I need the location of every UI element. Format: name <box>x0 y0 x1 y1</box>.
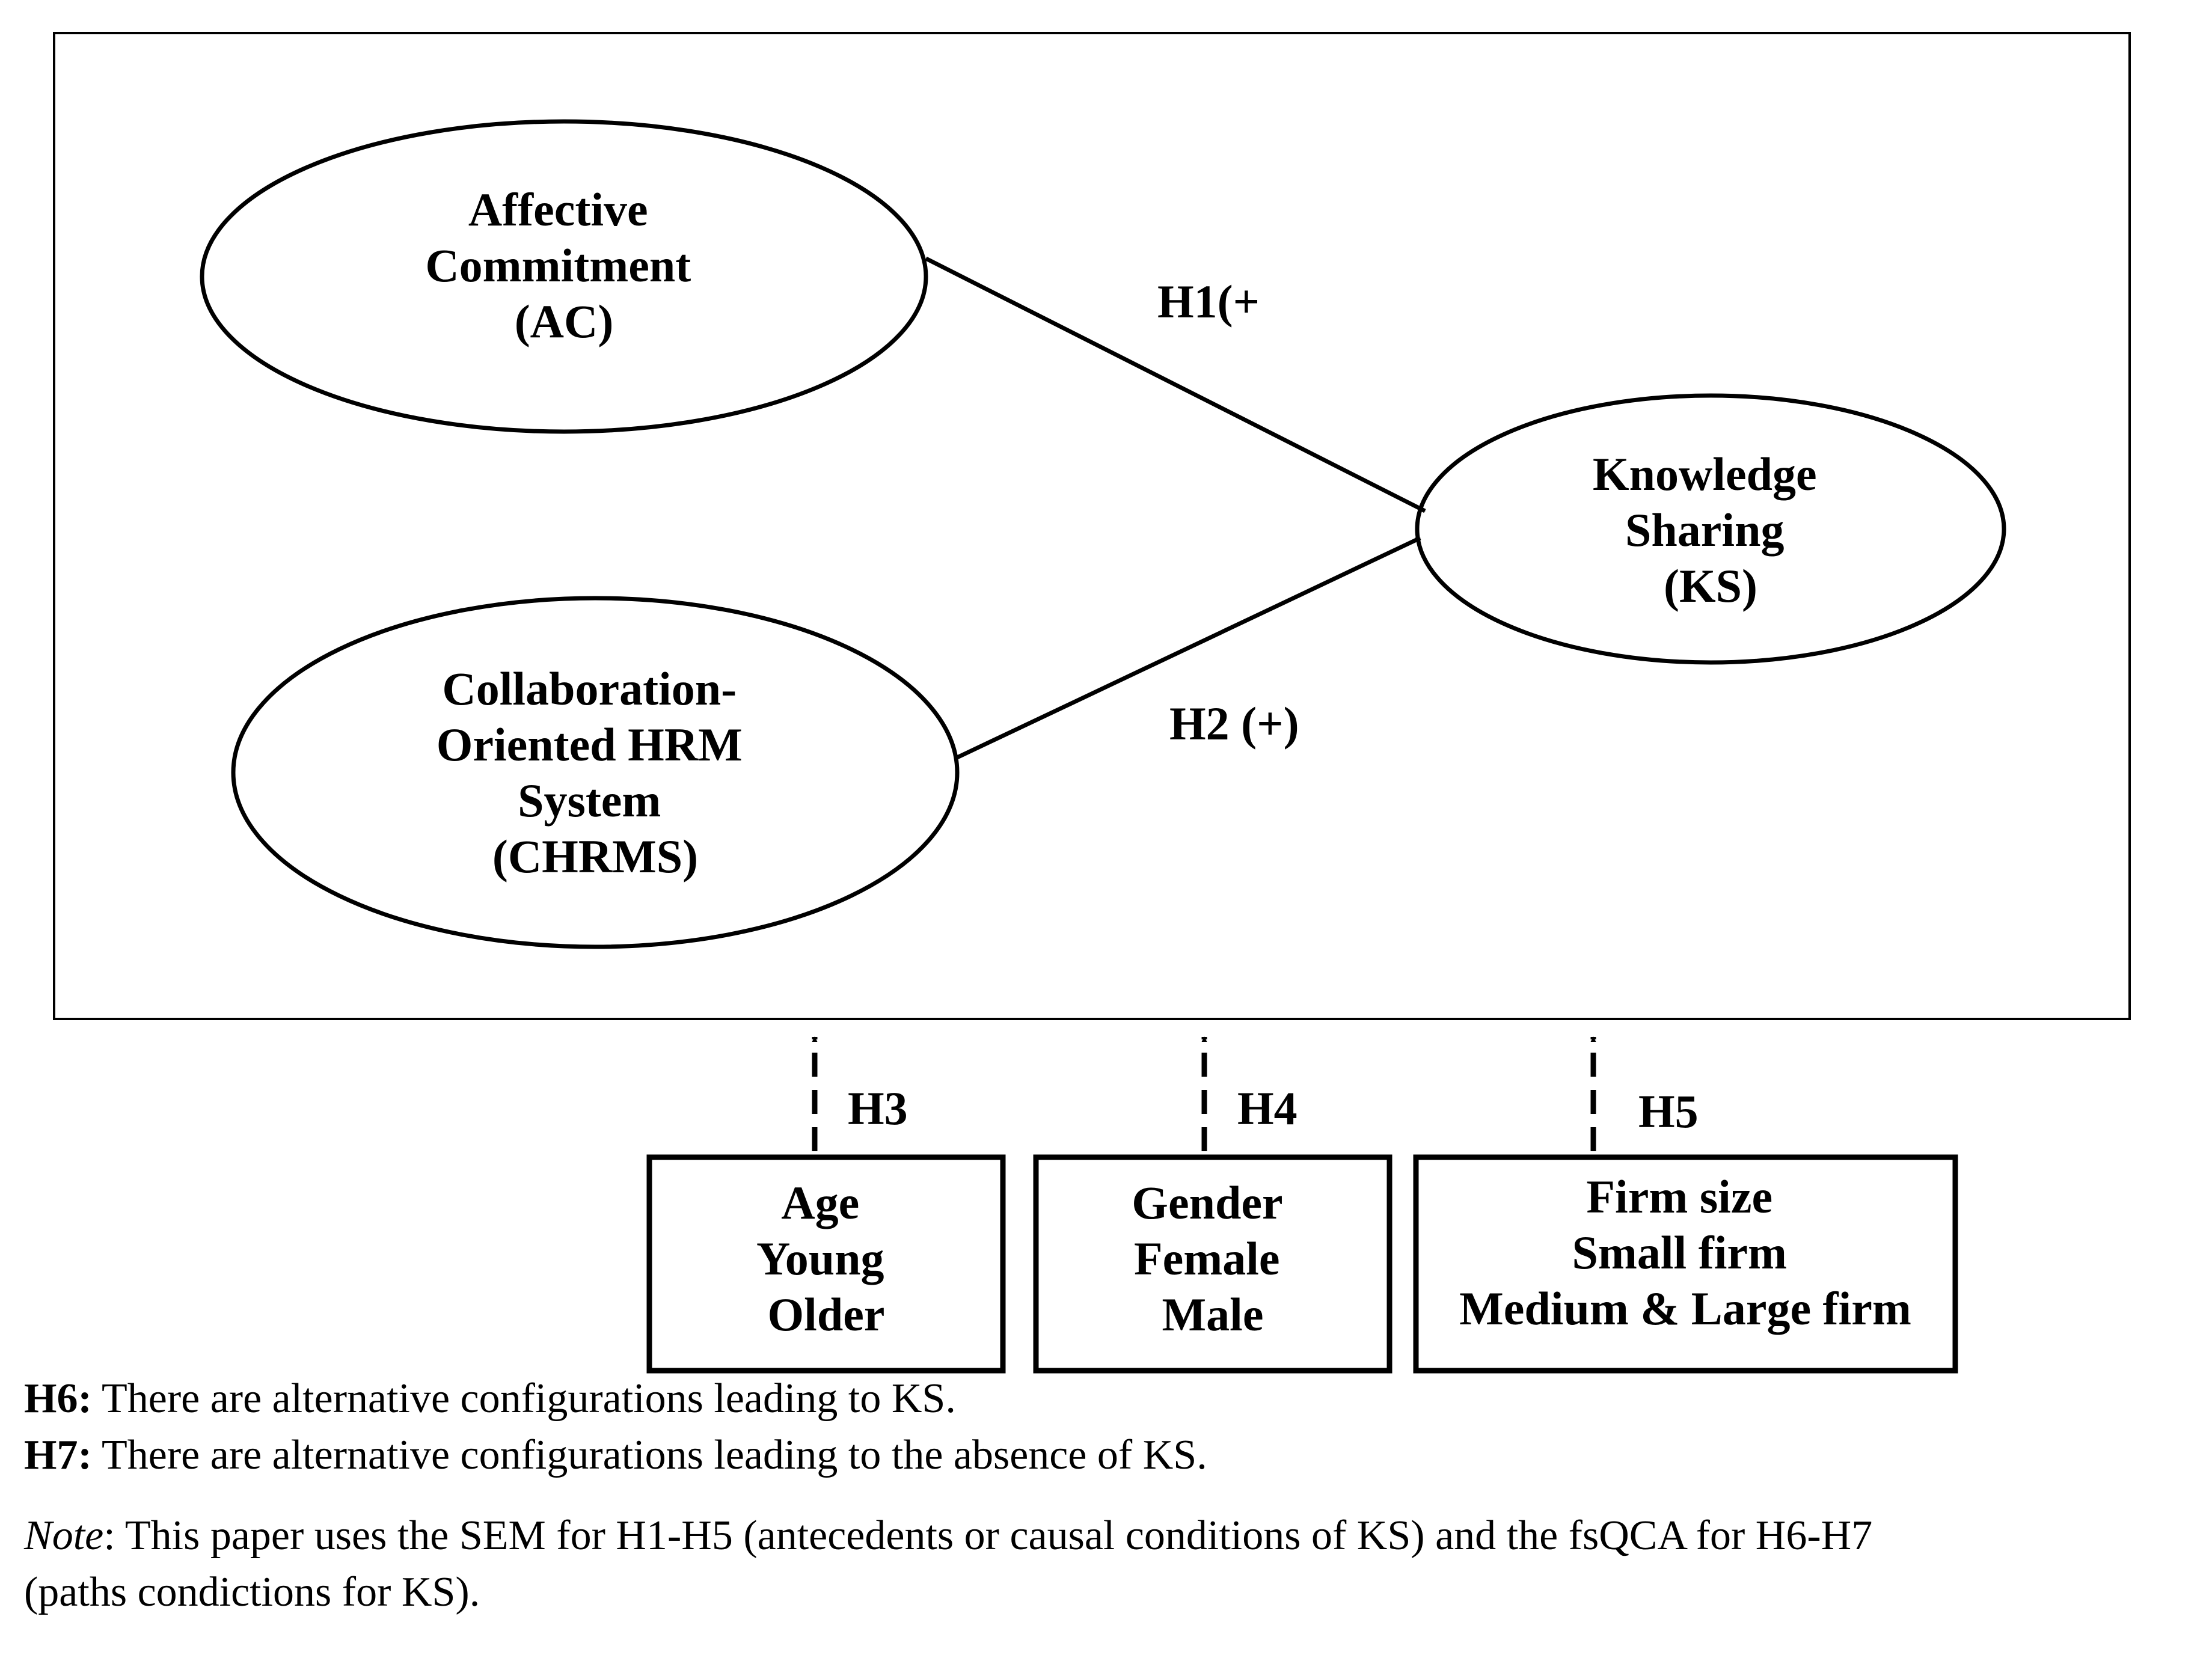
gender-box-line-2: Female <box>1134 1232 1280 1285</box>
ks-label-line-3: (KS) <box>1664 560 1757 612</box>
h1-arrow <box>925 256 1426 513</box>
h6-text: There are alternative configurations lea… <box>91 1375 956 1422</box>
chrms-label-line-3: System <box>518 774 661 827</box>
h2-arrow <box>956 536 1421 760</box>
hypothesis-h6: H6: There are alternative configurations… <box>24 1371 2201 1427</box>
ks-label-line-1: Knowledge <box>1593 448 1817 500</box>
firm-size-box <box>1413 1154 1958 1374</box>
h7-text: There are alternative configurations lea… <box>91 1432 1207 1478</box>
gender-box-label: Gender Female Male <box>1132 1176 1293 1341</box>
gender-box-line-3: Male <box>1162 1288 1264 1341</box>
age-box <box>646 1154 1006 1374</box>
age-box-line-2: Young <box>756 1232 884 1285</box>
firm-size-box-line-3: Medium & Large firm <box>1459 1282 1911 1335</box>
age-box-line-3: Older <box>768 1288 885 1341</box>
note-line-2-text: (paths condictions for KS). <box>24 1569 480 1615</box>
gender-box <box>1033 1154 1392 1374</box>
ks-ellipse <box>1415 393 2006 665</box>
h7-id: H7: <box>24 1432 92 1478</box>
chrms-label-line-4: (CHRMS) <box>492 830 698 883</box>
firm-size-box-line-2: Small firm <box>1572 1226 1787 1279</box>
chrms-label: Collaboration- Oriented HRM System (CHRM… <box>437 662 755 883</box>
firm-size-box-label: Firm size Small firm Medium & Large firm <box>1459 1170 1911 1335</box>
firm-size-box-line-1: Firm size <box>1586 1170 1772 1223</box>
ac-label: Affective Commitment (AC) <box>425 183 702 347</box>
ac-label-line-2: Commitment <box>425 239 691 292</box>
gender-box-line-1: Gender <box>1132 1176 1282 1229</box>
caption-notes: H6: There are alternative configurations… <box>24 1371 2201 1621</box>
chrms-label-line-2: Oriented HRM <box>437 718 743 771</box>
age-box-label: Age Young Older <box>756 1176 896 1341</box>
h2-label: H2 (+) <box>1169 697 1299 750</box>
chrms-label-line-1: Collaboration- <box>442 662 737 715</box>
h1-label: H1(+ <box>1157 275 1260 328</box>
hypothesis-h7: H7: There are alternative configurations… <box>24 1427 2201 1484</box>
h3-label: H3 <box>848 1082 908 1134</box>
note-line-1-text: : This paper uses the SEM for H1-H5 (ant… <box>103 1513 1873 1559</box>
h5-label: H5 <box>1638 1085 1699 1137</box>
h6-id: H6: <box>24 1375 92 1422</box>
note-label: Note <box>24 1513 104 1559</box>
ks-label-line-2: Sharing <box>1625 504 1784 556</box>
method-note: Note: This paper uses the SEM for H1-H5 … <box>24 1508 2201 1621</box>
ac-label-line-3: (AC) <box>515 295 614 347</box>
ac-ellipse <box>200 119 928 434</box>
method-note-line-1: Note: This paper uses the SEM for H1-H5 … <box>24 1508 2201 1564</box>
ac-label-line-1: Affective <box>468 183 648 236</box>
ks-label: Knowledge Sharing (KS) <box>1593 448 1828 612</box>
method-note-line-2: (paths condictions for KS). <box>24 1564 2201 1621</box>
model-frame <box>53 32 2131 1020</box>
chrms-ellipse <box>231 596 960 949</box>
age-box-line-1: Age <box>781 1176 859 1229</box>
h4-label: H4 <box>1237 1082 1297 1134</box>
